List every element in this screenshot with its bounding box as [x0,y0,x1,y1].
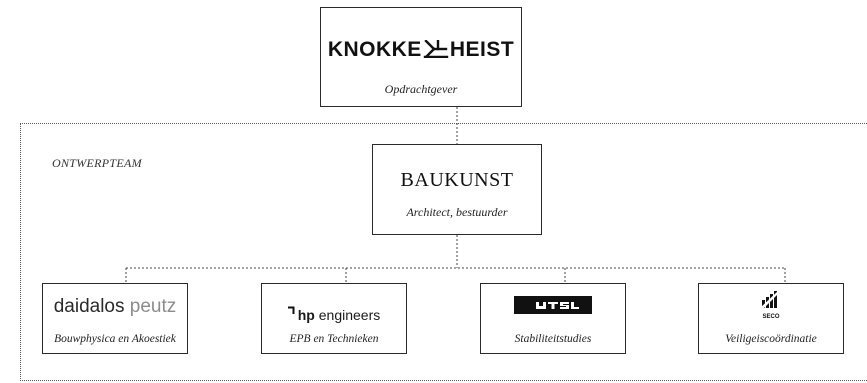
logo-text-engineers: engineers [314,307,381,323]
daidalos-peutz-logo: daidalos peutz [43,296,187,318]
logo-text-peutz: peutz [129,296,177,317]
architect-box: BAUKUNST Architect, bestuurder [372,144,542,235]
partner-box-utsl: Stabiliteitstudies [480,283,626,354]
architect-role: Architect, bestuurder [406,205,508,219]
partner-role: Veiligeiscoördinatie [725,333,817,345]
architect-name: BAUKUNST [400,169,514,191]
logo-text-right: HEIST [449,38,515,61]
logo-text-seco: SECO [762,314,780,320]
hp-corner-icon [287,301,295,315]
partner-role: Stabiliteitstudies [514,333,592,345]
partner-role: EPB en Technieken [289,333,379,345]
logo-text-hp: hp [297,307,315,323]
logo-text-left: KNOKKE [327,38,422,61]
hp-engineers-logo: hp engineers [262,301,406,323]
design-team-frame [20,123,867,381]
seco-logo: SECO [699,288,843,320]
partner-box-daidalos-peutz: daidalos peutz Bouwphysica en Akoestiek [42,283,188,354]
design-team-label: ONTWERPTEAM [52,156,142,170]
partner-box-hp-engineers: hp engineers EPB en Technieken [261,283,407,354]
knokke-heist-logo: KNOKKE HEIST [321,38,521,62]
partner-box-seco: SECO Veiligeiscoördinatie [698,283,844,354]
logo-text-daidalos: daidalos [53,296,125,317]
client-role: Opdrachtgever [384,82,458,96]
knokke-heist-emblem-icon [423,40,449,58]
client-box: KNOKKE HEIST Opdrachtgever [320,7,522,107]
utsl-badge-icon [514,296,592,314]
utsl-logo [481,296,625,317]
seco-bars-icon [760,291,780,308]
partner-role: Bouwphysica en Akoestiek [54,333,176,345]
